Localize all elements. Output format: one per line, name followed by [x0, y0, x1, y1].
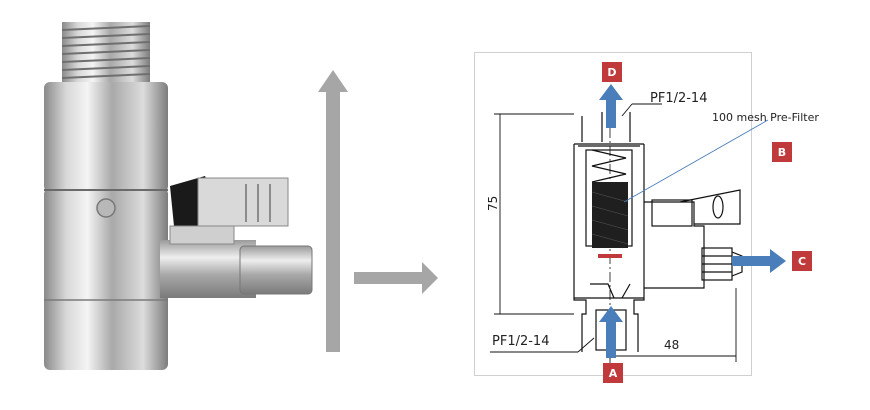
badge-d: D	[602, 62, 622, 82]
valve-photo	[44, 22, 313, 370]
handle-outline	[679, 189, 741, 225]
body-screw	[96, 198, 116, 218]
thread-label-bottom: PF1/2-14	[492, 334, 550, 349]
valve-body-outline	[644, 201, 705, 289]
cross-section-drawing	[490, 84, 786, 370]
badge-c: C	[792, 251, 812, 271]
right-arrow	[354, 262, 438, 294]
housing-outline	[573, 144, 645, 352]
arrow-c	[732, 256, 772, 266]
lower-body	[44, 188, 168, 370]
filter-leader-line	[623, 119, 769, 203]
arrow-d	[606, 98, 616, 128]
top-thread	[61, 22, 151, 84]
width-dimension: 48	[664, 338, 680, 352]
badge-b: B	[772, 142, 792, 162]
mesh-filter	[592, 182, 628, 248]
transition-arrows	[318, 70, 438, 352]
filter-label: 100 mesh Pre-Filter	[712, 111, 819, 124]
outlet-nut	[239, 245, 313, 295]
arrow-a	[606, 320, 616, 358]
top-pipe-outline	[581, 112, 631, 142]
thread-label-top: PF1/2-14	[650, 91, 708, 106]
up-arrow	[318, 70, 348, 352]
spring	[591, 149, 627, 183]
flow-arrows	[599, 84, 786, 358]
height-dimension: 75	[486, 195, 500, 211]
seal-ring	[598, 254, 622, 258]
valve-handle	[169, 176, 289, 245]
upper-hex-body	[44, 82, 168, 192]
badge-a: A	[603, 363, 623, 383]
